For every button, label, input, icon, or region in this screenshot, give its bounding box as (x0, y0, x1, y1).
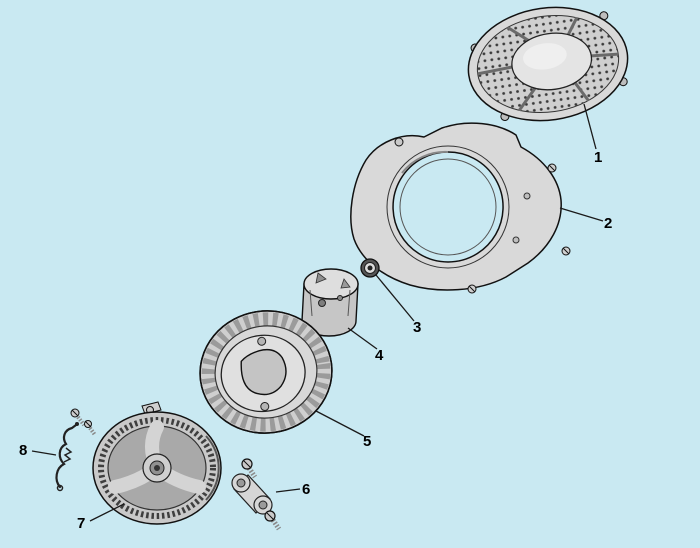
callout-number-2: 2 (604, 215, 613, 232)
leader-line-4 (347, 327, 378, 350)
callout-number-3: 3 (413, 319, 422, 336)
callout-number-8: 8 (19, 442, 28, 459)
flywheel-ring-gear-icon (92, 401, 222, 525)
callout-number-4: 4 (375, 347, 384, 364)
screw-icon (467, 284, 477, 294)
screw-icon (561, 246, 571, 256)
callout-number-7: 7 (77, 515, 86, 532)
flywheel-fan-icon (199, 310, 333, 434)
fan-cover-grille-icon (467, 6, 629, 122)
callout-number-6: 6 (302, 481, 311, 498)
leader-line-1 (583, 103, 597, 150)
wire-clip-icon (55, 408, 97, 492)
leader-line-8 (31, 450, 57, 456)
callout-number-1: 1 (594, 149, 603, 166)
screw-icon (547, 163, 557, 173)
leader-line-3 (375, 274, 415, 322)
leader-line-6 (275, 488, 301, 493)
leader-line-7 (89, 503, 125, 522)
bracket-with-bolts-icon (231, 458, 282, 531)
leader-line-5 (315, 410, 365, 437)
leader-line-2 (559, 207, 604, 222)
callout-number-5: 5 (363, 433, 372, 450)
blower-housing-shroud-icon (350, 122, 571, 294)
leader-lines (31, 103, 604, 522)
starter-cup-icon (301, 268, 359, 337)
washer-nut-icon (360, 258, 380, 278)
